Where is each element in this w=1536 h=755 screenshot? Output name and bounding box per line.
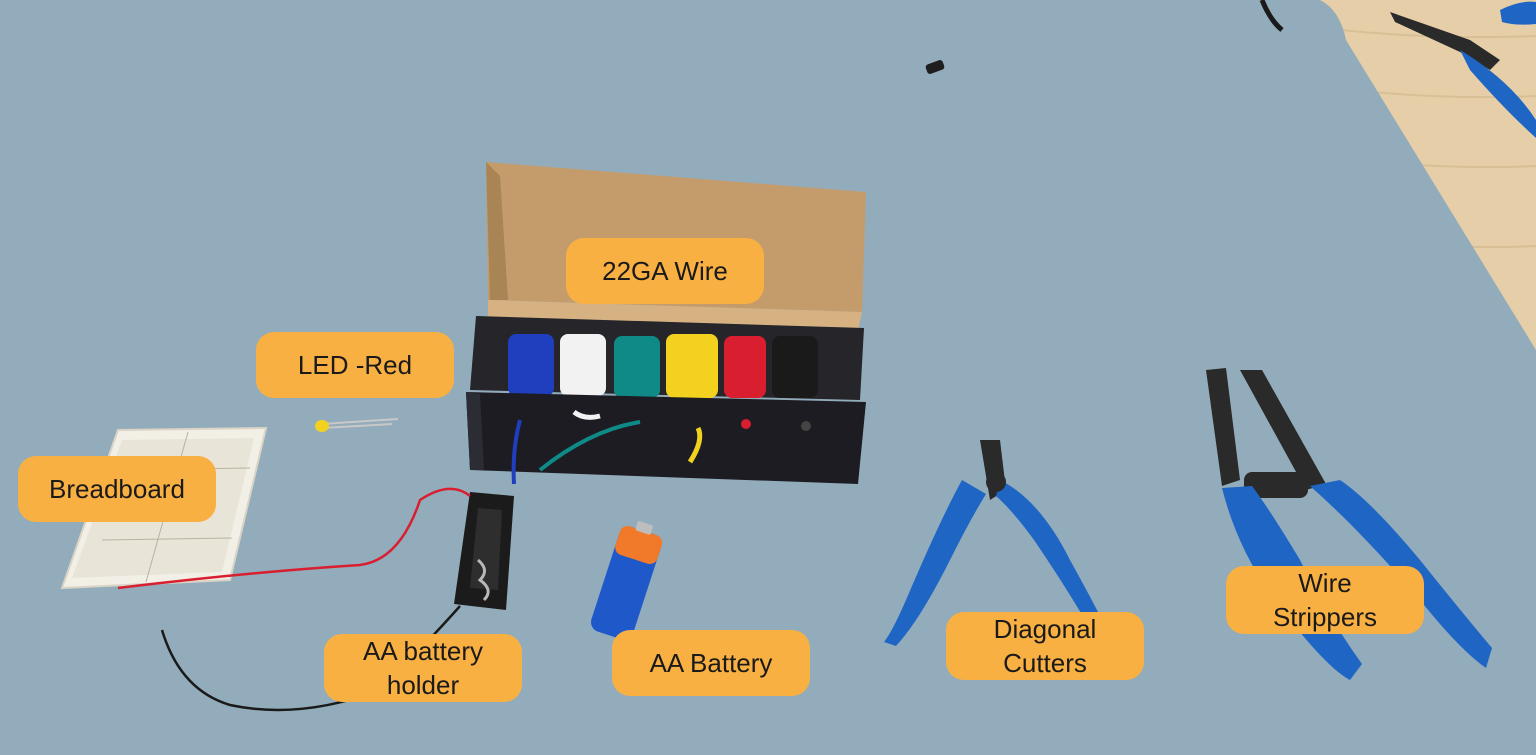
diagonal-cutters-icon [884, 440, 1098, 646]
label-wire: 22GA Wire [566, 238, 764, 304]
wire-spool-box-icon [466, 162, 866, 485]
led-icon [315, 418, 399, 432]
label-breadboard: Breadboard [18, 456, 216, 522]
pliers-corner-icon [1390, 1, 1536, 138]
cable-top [1259, 0, 1284, 32]
label-aa-battery: AA Battery [612, 630, 810, 696]
label-battery-holder: AA battery holder [324, 634, 522, 702]
aa-battery-icon [590, 521, 663, 640]
small-object [925, 60, 945, 74]
label-diagonal-cutters: Diagonal Cutters [946, 612, 1144, 680]
label-led: LED -Red [256, 332, 454, 398]
label-wire-strippers: Wire Strippers [1226, 566, 1424, 634]
